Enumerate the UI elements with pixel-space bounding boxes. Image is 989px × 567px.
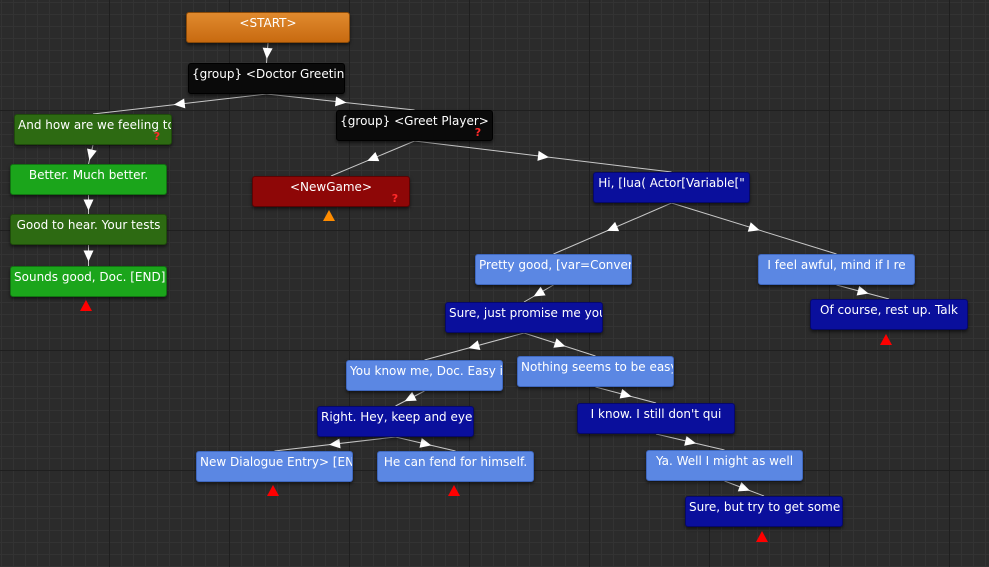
- link-arrow-icon: [419, 437, 432, 448]
- dialogue-node-rest-up[interactable]: Of course, rest up. Talk: [810, 299, 968, 330]
- node-label: You know me, Doc. Easy is: [350, 364, 502, 378]
- node-label: Sounds good, Doc. [END]: [14, 270, 166, 284]
- node-label: New Dialogue Entry> [END: [200, 455, 352, 469]
- node-label: Ya. Well I might as well: [655, 454, 794, 468]
- node-label: And how are we feeling tod: [18, 118, 171, 132]
- dialogue-node-might-as-well[interactable]: Ya. Well I might as well: [646, 450, 803, 481]
- node-label: Pretty good, [var=Conversa: [479, 258, 631, 272]
- link-arrow-icon: [737, 482, 750, 492]
- node-label: <NewGame>: [289, 180, 372, 194]
- link-arrow-icon: [533, 286, 546, 297]
- dialogue-node-fend[interactable]: He can fend for himself.: [377, 451, 534, 482]
- node-label: Good to hear. Your tests: [16, 218, 161, 232]
- group-node-doctor-greeting[interactable]: {group} <Doctor Greeting>: [188, 63, 345, 94]
- link-arrow-icon: [262, 47, 273, 59]
- node-label: Sure, just promise me you': [449, 306, 602, 320]
- link-arrow-icon: [334, 96, 347, 107]
- dialogue-node-good-to-hear[interactable]: Good to hear. Your tests: [10, 214, 167, 245]
- link-arrow-icon: [747, 222, 760, 232]
- group-node-greet-player[interactable]: {group} <Greet Player> ?: [336, 110, 493, 141]
- dialogue-node-hi-lua[interactable]: Hi, [lua( Actor[Variable[": [593, 172, 750, 203]
- node-label: {group} <Greet Player>: [340, 114, 489, 128]
- question-mark-icon: ?: [391, 192, 399, 205]
- node-label: He can fend for himself.: [383, 455, 528, 469]
- dialogue-node-try-get-some[interactable]: Sure, but try to get some: [685, 496, 843, 527]
- red-triangle-icon: [448, 485, 460, 496]
- dialogue-node-new-entry[interactable]: New Dialogue Entry> [END: [196, 451, 353, 482]
- question-mark-icon: ?: [474, 126, 482, 139]
- dialogue-node-feeling[interactable]: And how are we feeling tod ?: [14, 114, 172, 145]
- link-arrow-icon: [606, 221, 620, 232]
- dialogue-node-still-dont[interactable]: I know. I still don't qui: [577, 403, 735, 434]
- dialogue-node-pretty-good[interactable]: Pretty good, [var=Conversa: [475, 254, 632, 285]
- dialogue-node-know-me[interactable]: You know me, Doc. Easy is: [346, 360, 503, 391]
- node-label: <START>: [239, 16, 297, 30]
- red-triangle-icon: [880, 334, 892, 345]
- node-label: Hi, [lua( Actor[Variable[": [598, 176, 745, 190]
- link-arrow-icon: [173, 98, 186, 109]
- link-arrow-icon: [537, 150, 549, 161]
- link-arrow-icon: [404, 391, 417, 402]
- dialogue-node-sounds-good[interactable]: Sounds good, Doc. [END]: [10, 266, 167, 297]
- link-arrow-icon: [468, 340, 481, 351]
- node-label: Right. Hey, keep and eye: [321, 410, 473, 424]
- dialogue-node-promise[interactable]: Sure, just promise me you': [445, 302, 603, 333]
- link-arrow-icon: [329, 438, 341, 449]
- link-arrow-icon: [619, 388, 632, 399]
- dialogue-node-nothing-easy[interactable]: Nothing seems to be easy i: [517, 356, 674, 387]
- dialogue-node-feel-awful[interactable]: I feel awful, mind if I re: [758, 254, 915, 285]
- link-arrow-icon: [553, 338, 566, 348]
- red-triangle-icon: [756, 531, 768, 542]
- red-triangle-icon: [267, 485, 279, 496]
- link-arrow-icon: [87, 148, 97, 161]
- link-arrow-icon: [83, 199, 94, 211]
- link-arrow-icon: [83, 250, 94, 262]
- question-mark-icon: ?: [153, 130, 161, 143]
- dialogue-node-newgame[interactable]: <NewGame> ?: [252, 176, 410, 207]
- node-label: I feel awful, mind if I re: [767, 258, 906, 272]
- start-node[interactable]: <START>: [186, 12, 350, 43]
- link-arrow-icon: [856, 285, 869, 296]
- node-label: Better. Much better.: [28, 168, 149, 182]
- node-label: {group} <Doctor Greeting>: [192, 67, 344, 81]
- link-arrow-icon: [367, 151, 380, 162]
- node-label: Sure, but try to get some: [689, 500, 841, 514]
- red-triangle-icon: [80, 300, 92, 311]
- dialogue-node-keep-eye[interactable]: Right. Hey, keep and eye: [317, 406, 474, 437]
- node-label: Of course, rest up. Talk: [820, 303, 958, 317]
- link-arrow-icon: [684, 435, 697, 446]
- dialogue-node-better[interactable]: Better. Much better.: [10, 164, 167, 195]
- node-label: I know. I still don't qui: [590, 407, 722, 421]
- node-label: Nothing seems to be easy i: [521, 360, 673, 374]
- orange-triangle-icon: [323, 210, 335, 221]
